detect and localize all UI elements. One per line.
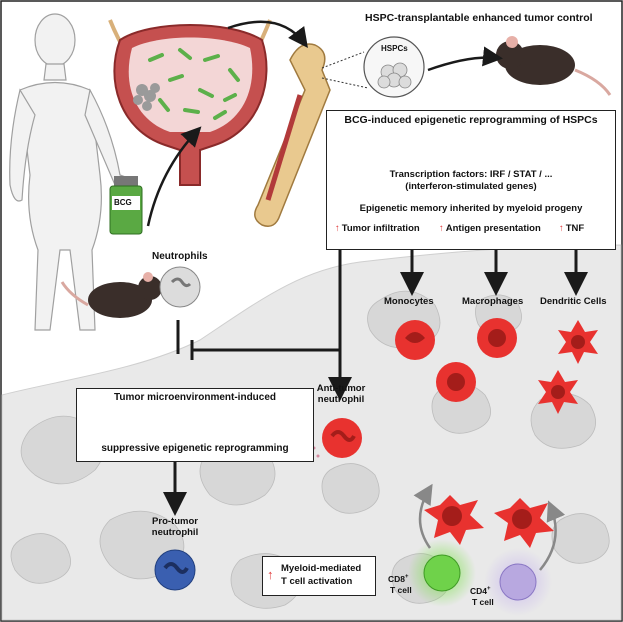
cd4-label: CD4+ [470,586,491,596]
monocytes-label: Monocytes [384,296,434,307]
bcg-label: BCG [114,198,132,207]
effect-tumor-infiltration: ↑Tumor infiltration [335,223,420,234]
effect-tnf: ↑TNF [559,223,585,234]
cd8-sub-label: T cell [390,585,412,595]
pro-tumor-label-2: neutrophil [151,527,199,538]
apc-cell-left [424,495,484,545]
femur-bone-illustration [254,43,331,227]
apc-cell-right [494,498,554,548]
bcg-tf-line2: (interferon-stimulated genes) [405,181,537,192]
myeloid-line2: T cell activation [281,576,353,587]
up-arrow-icon: ↑ [335,223,340,234]
tme-reprogramming-box: Tumor microenvironment-induced suppressi… [76,388,314,462]
bcg-treated-mouse [60,272,162,318]
myeloid-line1: Myeloid-mediated [281,563,362,574]
bladder-illustration [108,19,272,186]
myeloid-activation-box: ↑ Myeloid-mediated T cell activation [262,556,376,596]
up-arrow-icon: ↑ [559,223,564,234]
macrophages-label: Macrophages [462,296,524,307]
cd4-t-cell [499,563,537,601]
up-arrow-icon: ↑ [267,567,274,582]
tme-box-subtitle: suppressive epigenetic reprogramming [101,443,289,454]
cd8-label: CD8+ [388,574,409,584]
pro-tumor-neutrophil-cell [154,549,196,591]
arrow-hspc-to-mouse [427,46,503,72]
pro-tumor-label-1: Pro-tumor [152,516,198,527]
up-arrow-icon: ↑ [439,223,444,234]
dendritic-label: Dendritic Cells [540,296,607,307]
effect-antigen-presentation: ↑Antigen presentation [439,223,541,234]
title-top: HSPC-transplantable enhanced tumor contr… [365,12,593,24]
bcg-vial-icon [109,176,143,235]
dendritic-cell-2 [538,370,578,414]
arrow-bcg-to-bladder [146,126,202,227]
neutrophils-label: Neutrophils [152,251,208,262]
arrow-bladder-to-bone [227,20,308,49]
neutrophil-cell-icon [159,266,201,308]
bcg-tf-line1: Transcription factors: IRF / STAT / ... [389,169,553,180]
bcg-reprogramming-box: BCG-induced epigenetic reprogramming of … [326,110,616,250]
zoom-line-top [321,51,365,69]
macrophage-cell-2 [436,362,476,402]
bcg-memory-line: Epigenetic memory inherited by myeloid p… [359,203,583,214]
activation-arrow-cd8 [413,483,433,549]
hspc-cluster [363,36,425,98]
hspc-label: HSPCs [381,44,408,53]
activation-arrow-cd4 [539,500,566,571]
macrophage-cell [477,318,517,358]
human-figure [9,13,141,331]
monocyte-cell [395,320,435,360]
anti-tumor-label-2: neutrophil [317,394,365,405]
anti-tumor-neutrophil-cell [300,418,362,458]
cd8-t-cell [423,554,461,592]
tme-box-title: Tumor microenvironment-induced [113,392,277,403]
anti-tumor-label-1: Anti-tumor [316,383,366,394]
dendritic-cell [558,320,598,364]
cd4-sub-label: T cell [472,597,494,607]
recipient-mouse [496,36,612,96]
bcg-box-title: BCG-induced epigenetic reprogramming of … [344,114,598,126]
